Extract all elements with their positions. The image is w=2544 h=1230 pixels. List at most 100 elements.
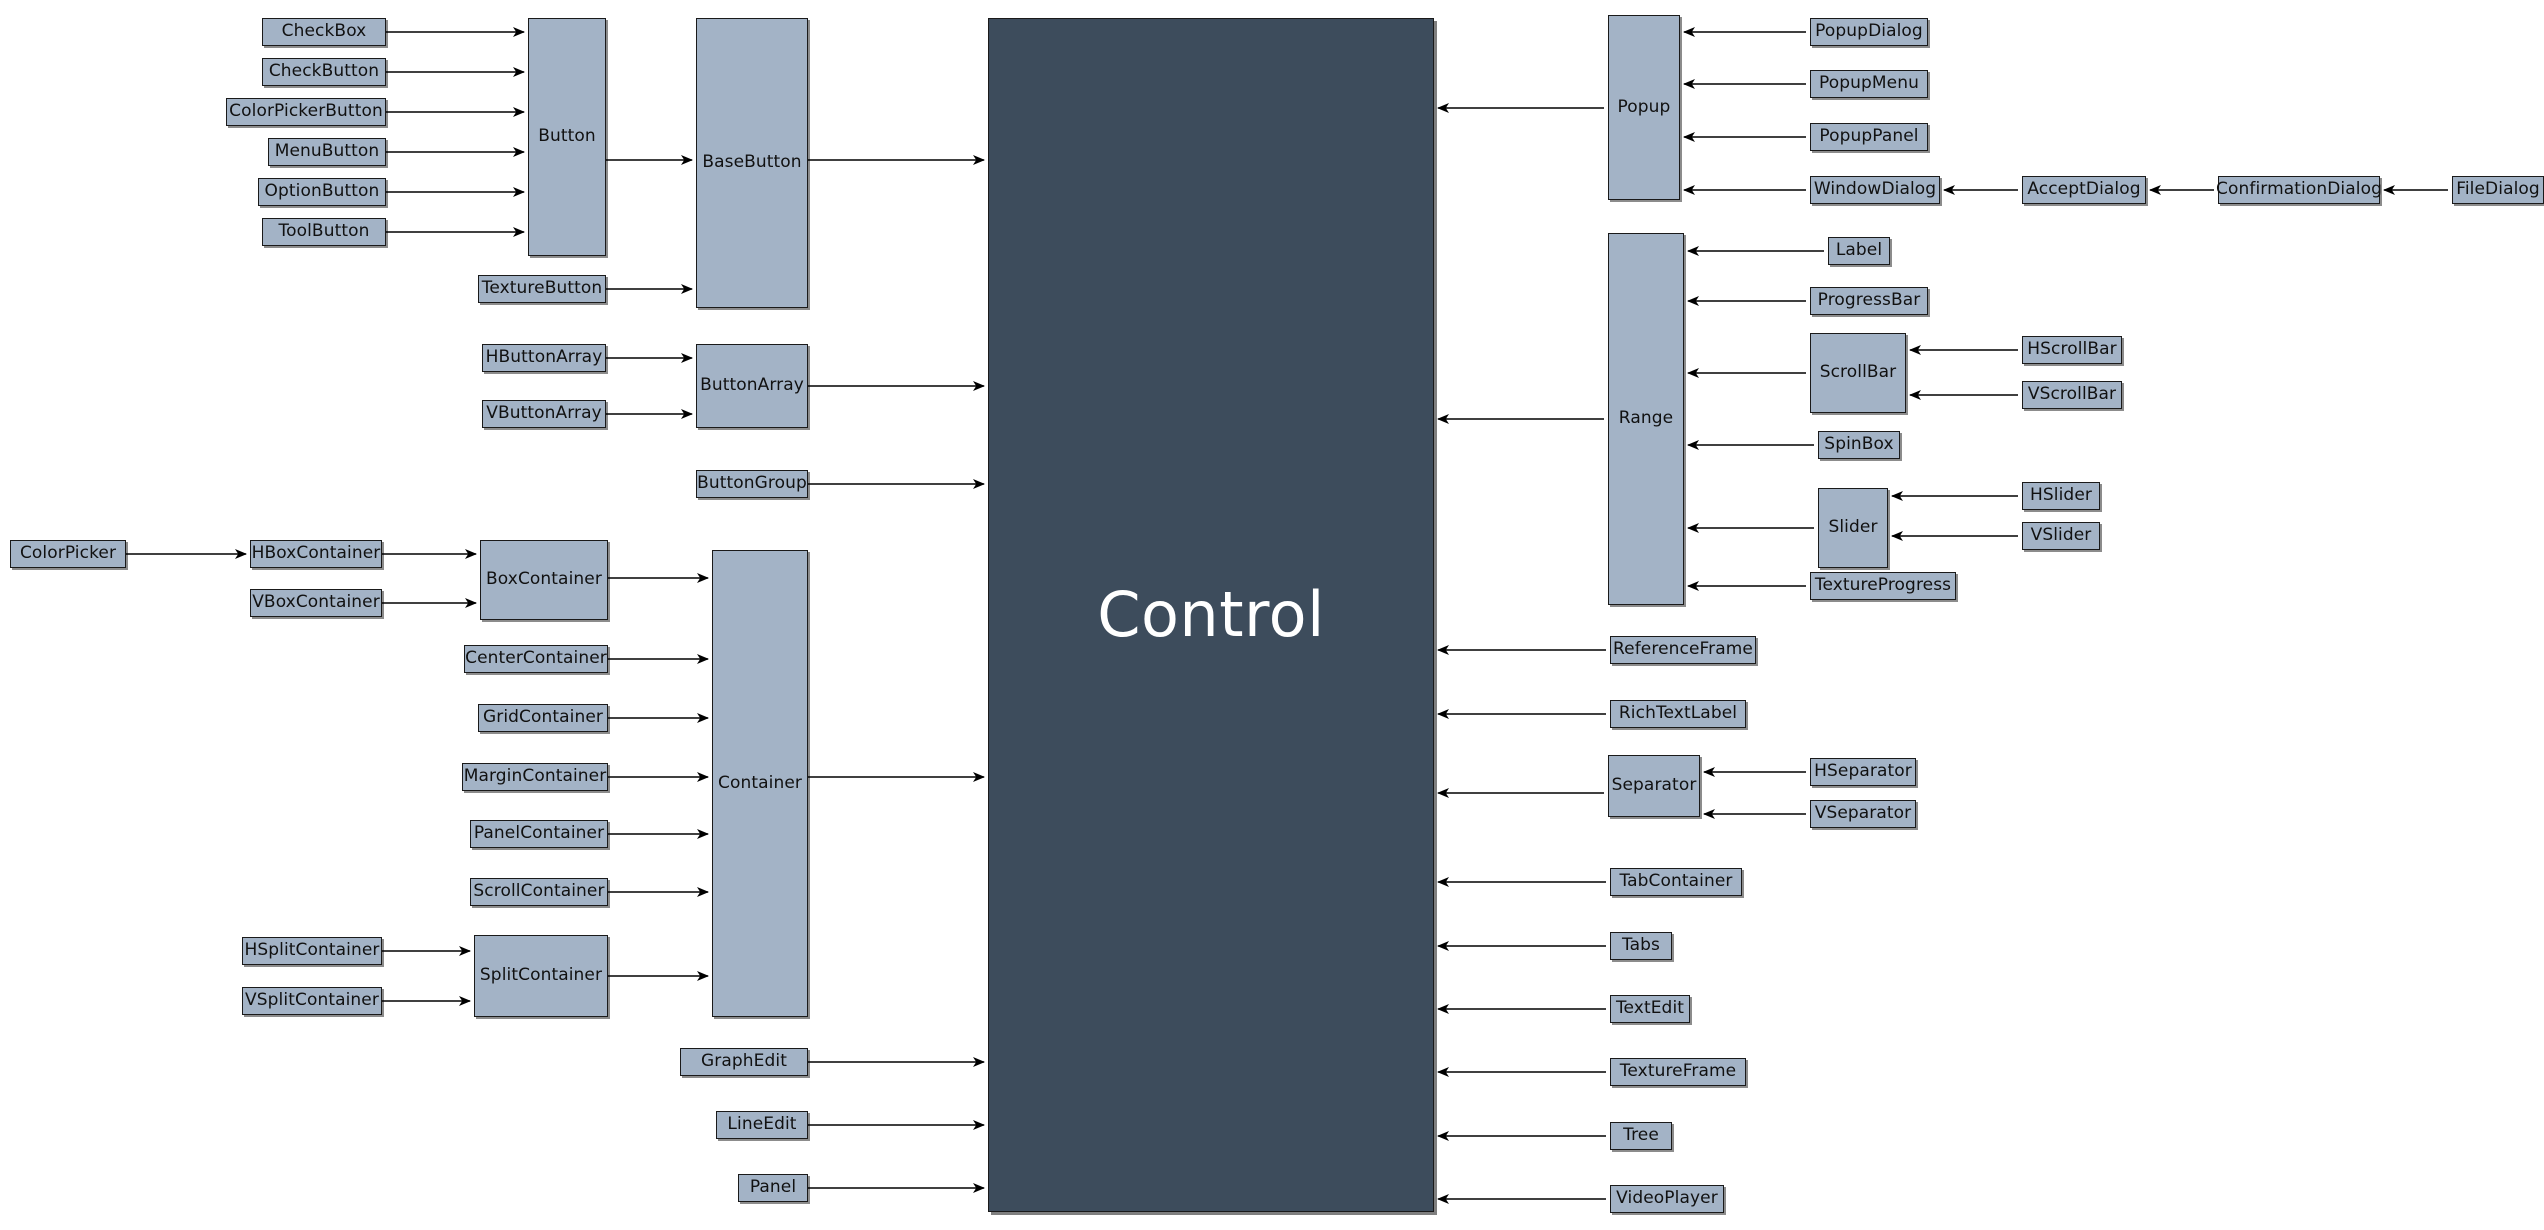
node-referenceframe[interactable]: ReferenceFrame [1610, 636, 1756, 664]
node-vbuttonarray[interactable]: VButtonArray [482, 400, 606, 428]
node-popup[interactable]: Popup [1608, 15, 1680, 200]
node-label-popuppanel: PopupPanel [1819, 126, 1919, 147]
node-label-checkbutton: CheckButton [268, 61, 380, 82]
node-label-centercontainer: CenterContainer [465, 648, 607, 669]
node-textureprogress[interactable]: TextureProgress [1810, 572, 1956, 600]
node-vseparator[interactable]: VSeparator [1810, 800, 1916, 828]
node-label-hseparator: HSeparator [1814, 761, 1912, 782]
node-label-tabcontainer: TabContainer [1619, 871, 1733, 892]
node-basebutton[interactable]: BaseButton [696, 18, 808, 308]
node-label-vboxcontainer: VBoxContainer [252, 592, 380, 613]
node-popupdialog[interactable]: PopupDialog [1810, 18, 1928, 46]
node-menubutton[interactable]: MenuButton [268, 138, 386, 166]
node-label-separator: Separator [1611, 775, 1697, 796]
node-hsplitcontainer[interactable]: HSplitContainer [242, 937, 382, 965]
node-graphedit[interactable]: GraphEdit [680, 1048, 808, 1076]
node-gridcontainer[interactable]: GridContainer [478, 704, 608, 732]
node-label[interactable]: Label [1828, 237, 1890, 265]
node-label-acceptdialog: AcceptDialog [2027, 179, 2141, 200]
node-buttongroup[interactable]: ButtonGroup [696, 470, 808, 498]
node-label-videoplayer: VideoPlayer [1616, 1188, 1718, 1209]
node-label-boxcontainer: BoxContainer [486, 569, 602, 590]
node-tree[interactable]: Tree [1610, 1122, 1672, 1150]
node-videoplayer[interactable]: VideoPlayer [1610, 1185, 1724, 1213]
node-label-textedit: TextEdit [1615, 998, 1685, 1019]
node-label-buttonarray: ButtonArray [700, 375, 804, 396]
node-tabcontainer[interactable]: TabContainer [1610, 868, 1742, 896]
node-label-hslider: HSlider [2030, 485, 2092, 506]
node-label-richtextlabel: RichTextLabel [1618, 703, 1738, 724]
node-label-spinbox: SpinBox [1824, 434, 1894, 455]
node-tabs[interactable]: Tabs [1610, 932, 1672, 960]
node-vboxcontainer[interactable]: VBoxContainer [250, 589, 382, 617]
node-popuppanel[interactable]: PopupPanel [1810, 123, 1928, 151]
node-label-splitcontainer: SplitContainer [479, 965, 603, 986]
node-optionbutton[interactable]: OptionButton [258, 178, 386, 206]
node-centercontainer[interactable]: CenterContainer [464, 645, 608, 673]
node-root[interactable]: Control [988, 18, 1434, 1212]
node-panel[interactable]: Panel [738, 1174, 808, 1202]
node-label-hsplitcontainer: HSplitContainer [244, 940, 380, 961]
node-buttonarray[interactable]: ButtonArray [696, 344, 808, 428]
node-windowdialog[interactable]: WindowDialog [1810, 176, 1940, 204]
node-label-referenceframe: ReferenceFrame [1613, 639, 1753, 660]
node-label-menubutton: MenuButton [274, 141, 380, 162]
node-acceptdialog[interactable]: AcceptDialog [2022, 176, 2146, 204]
node-label-graphedit: GraphEdit [701, 1051, 787, 1072]
node-checkbox[interactable]: CheckBox [262, 18, 386, 46]
node-margincontainer[interactable]: MarginContainer [462, 763, 608, 791]
node-label-button: Button [538, 126, 596, 147]
node-popupmenu[interactable]: PopupMenu [1810, 70, 1928, 98]
node-boxcontainer[interactable]: BoxContainer [480, 540, 608, 620]
node-hscrollbar[interactable]: HScrollBar [2022, 336, 2122, 364]
node-progressbar[interactable]: ProgressBar [1810, 287, 1928, 315]
node-vslider[interactable]: VSlider [2022, 522, 2100, 550]
node-filedialog[interactable]: FileDialog [2452, 176, 2544, 204]
node-splitcontainer[interactable]: SplitContainer [474, 935, 608, 1017]
node-label-lineedit: LineEdit [727, 1114, 797, 1135]
node-label-panelcontainer: PanelContainer [473, 823, 605, 844]
node-label-colorpickerbutton: ColorPickerButton [229, 101, 383, 122]
node-separator[interactable]: Separator [1608, 755, 1700, 817]
node-label-optionbutton: OptionButton [264, 181, 380, 202]
node-range[interactable]: Range [1608, 233, 1684, 605]
node-hseparator[interactable]: HSeparator [1810, 758, 1916, 786]
node-label-vbuttonarray: VButtonArray [486, 403, 602, 424]
node-label-texturebutton: TextureButton [481, 278, 603, 299]
node-hboxcontainer[interactable]: HBoxContainer [250, 540, 382, 568]
node-spinbox[interactable]: SpinBox [1818, 431, 1900, 459]
node-label-scrollcontainer: ScrollContainer [473, 881, 605, 902]
node-textureframe[interactable]: TextureFrame [1610, 1058, 1746, 1086]
node-checkbutton[interactable]: CheckButton [262, 58, 386, 86]
node-richtextlabel[interactable]: RichTextLabel [1610, 700, 1746, 728]
node-label-vsplitcontainer: VSplitContainer [245, 990, 379, 1011]
node-label-popupdialog: PopupDialog [1815, 21, 1923, 42]
node-label-gridcontainer: GridContainer [482, 707, 604, 728]
node-textedit[interactable]: TextEdit [1610, 995, 1690, 1023]
node-label-range: Range [1618, 408, 1674, 429]
node-vscrollbar[interactable]: VScrollBar [2022, 381, 2122, 409]
node-confirmationdialog[interactable]: ConfirmationDialog [2216, 176, 2382, 204]
node-slider[interactable]: Slider [1818, 488, 1888, 568]
node-texturebutton[interactable]: TextureButton [478, 275, 606, 303]
node-label-hboxcontainer: HBoxContainer [251, 543, 381, 564]
node-scrollbar[interactable]: ScrollBar [1810, 333, 1906, 413]
node-label-windowdialog: WindowDialog [1813, 179, 1937, 200]
node-label-colorpicker: ColorPicker [19, 543, 117, 564]
node-vsplitcontainer[interactable]: VSplitContainer [242, 987, 382, 1015]
node-toolbutton[interactable]: ToolButton [262, 218, 386, 246]
node-label-hbuttonarray: HButtonArray [485, 347, 603, 368]
node-label-scrollbar: ScrollBar [1819, 362, 1897, 383]
node-hbuttonarray[interactable]: HButtonArray [482, 344, 606, 372]
node-label-textureframe: TextureFrame [1619, 1061, 1737, 1082]
node-hslider[interactable]: HSlider [2022, 482, 2100, 510]
node-container[interactable]: Container [712, 550, 808, 1017]
node-panelcontainer[interactable]: PanelContainer [470, 820, 608, 848]
node-label-buttongroup: ButtonGroup [697, 473, 807, 494]
node-button[interactable]: Button [528, 18, 606, 256]
node-label-root: Control [1097, 578, 1325, 652]
node-lineedit[interactable]: LineEdit [716, 1111, 808, 1139]
node-scrollcontainer[interactable]: ScrollContainer [470, 878, 608, 906]
node-colorpickerbutton[interactable]: ColorPickerButton [226, 98, 386, 126]
node-colorpicker[interactable]: ColorPicker [10, 540, 126, 568]
